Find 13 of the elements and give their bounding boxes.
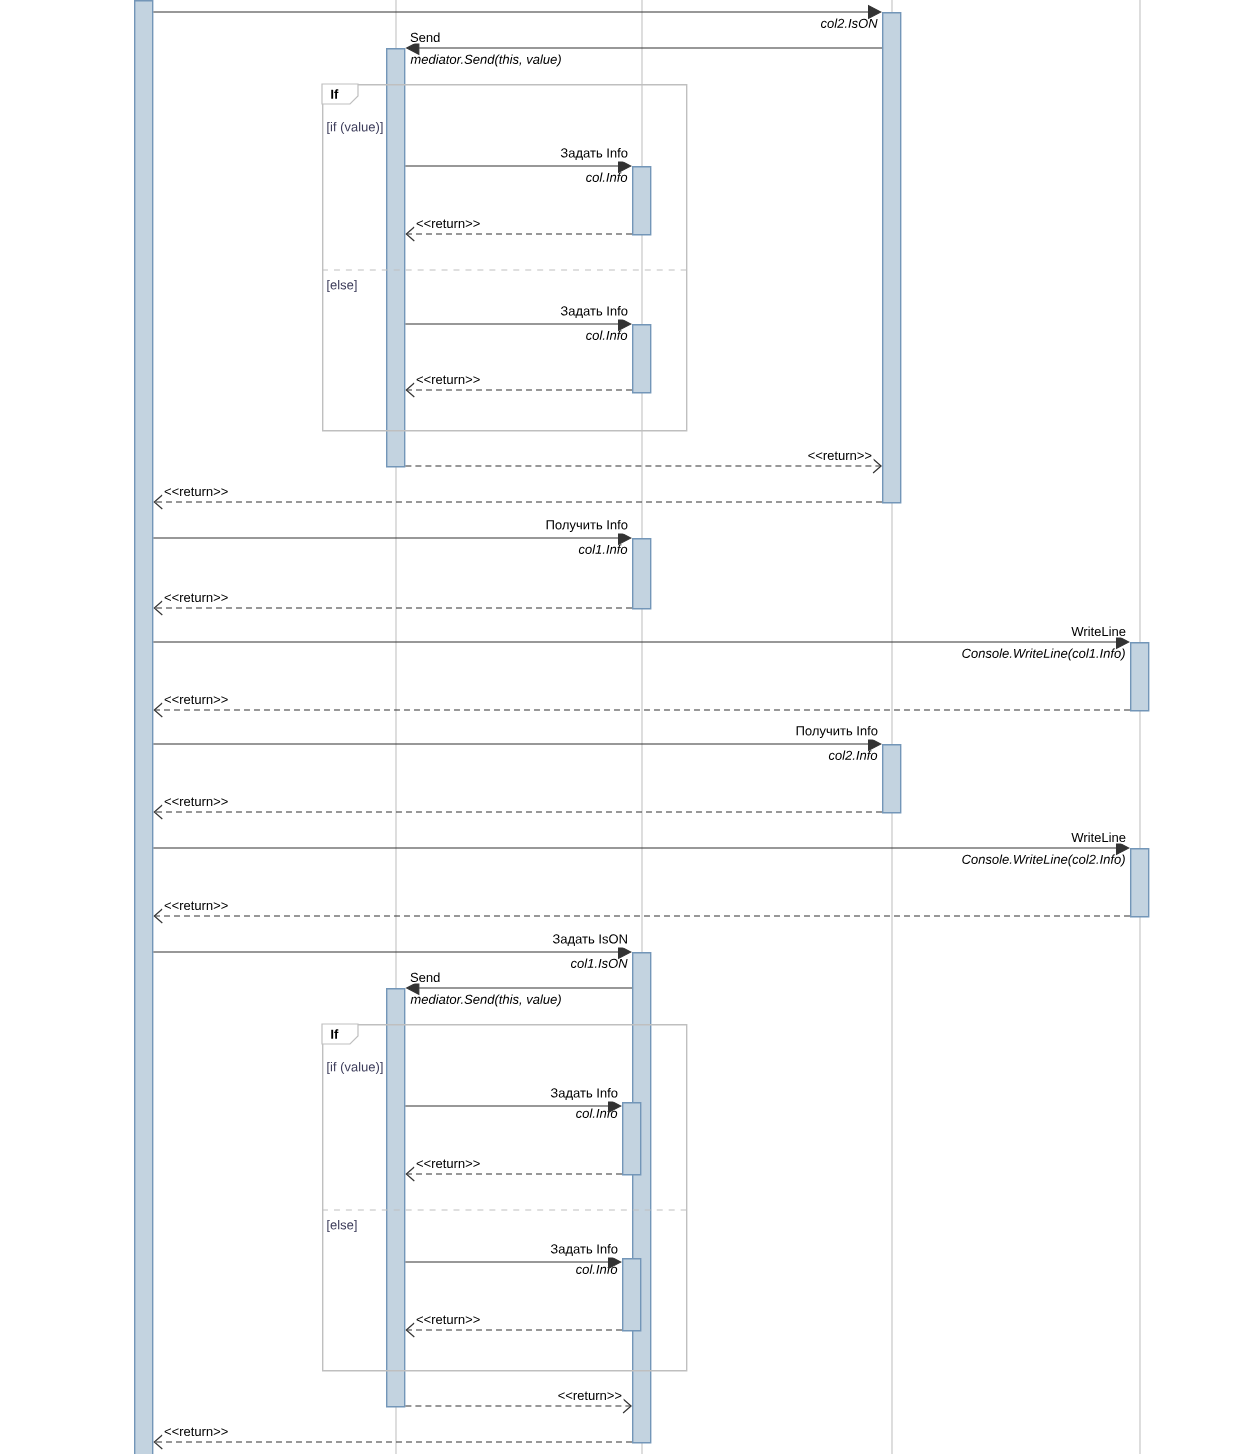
- message-arrow: [153, 600, 633, 616]
- message-arrow: [153, 702, 1131, 718]
- message-arrow: [405, 1322, 623, 1338]
- activation-bar: [134, 0, 154, 1454]
- message-arrow: [153, 1434, 633, 1450]
- message-arrow: [153, 804, 883, 820]
- message-arrow: [153, 494, 883, 510]
- message-arrow: [405, 1166, 623, 1182]
- message-arrow: [153, 908, 1131, 924]
- message-arrow: [404, 458, 882, 474]
- message-arrow: [405, 226, 633, 242]
- message-arrow: [405, 382, 633, 398]
- message-arrow: [404, 1398, 632, 1414]
